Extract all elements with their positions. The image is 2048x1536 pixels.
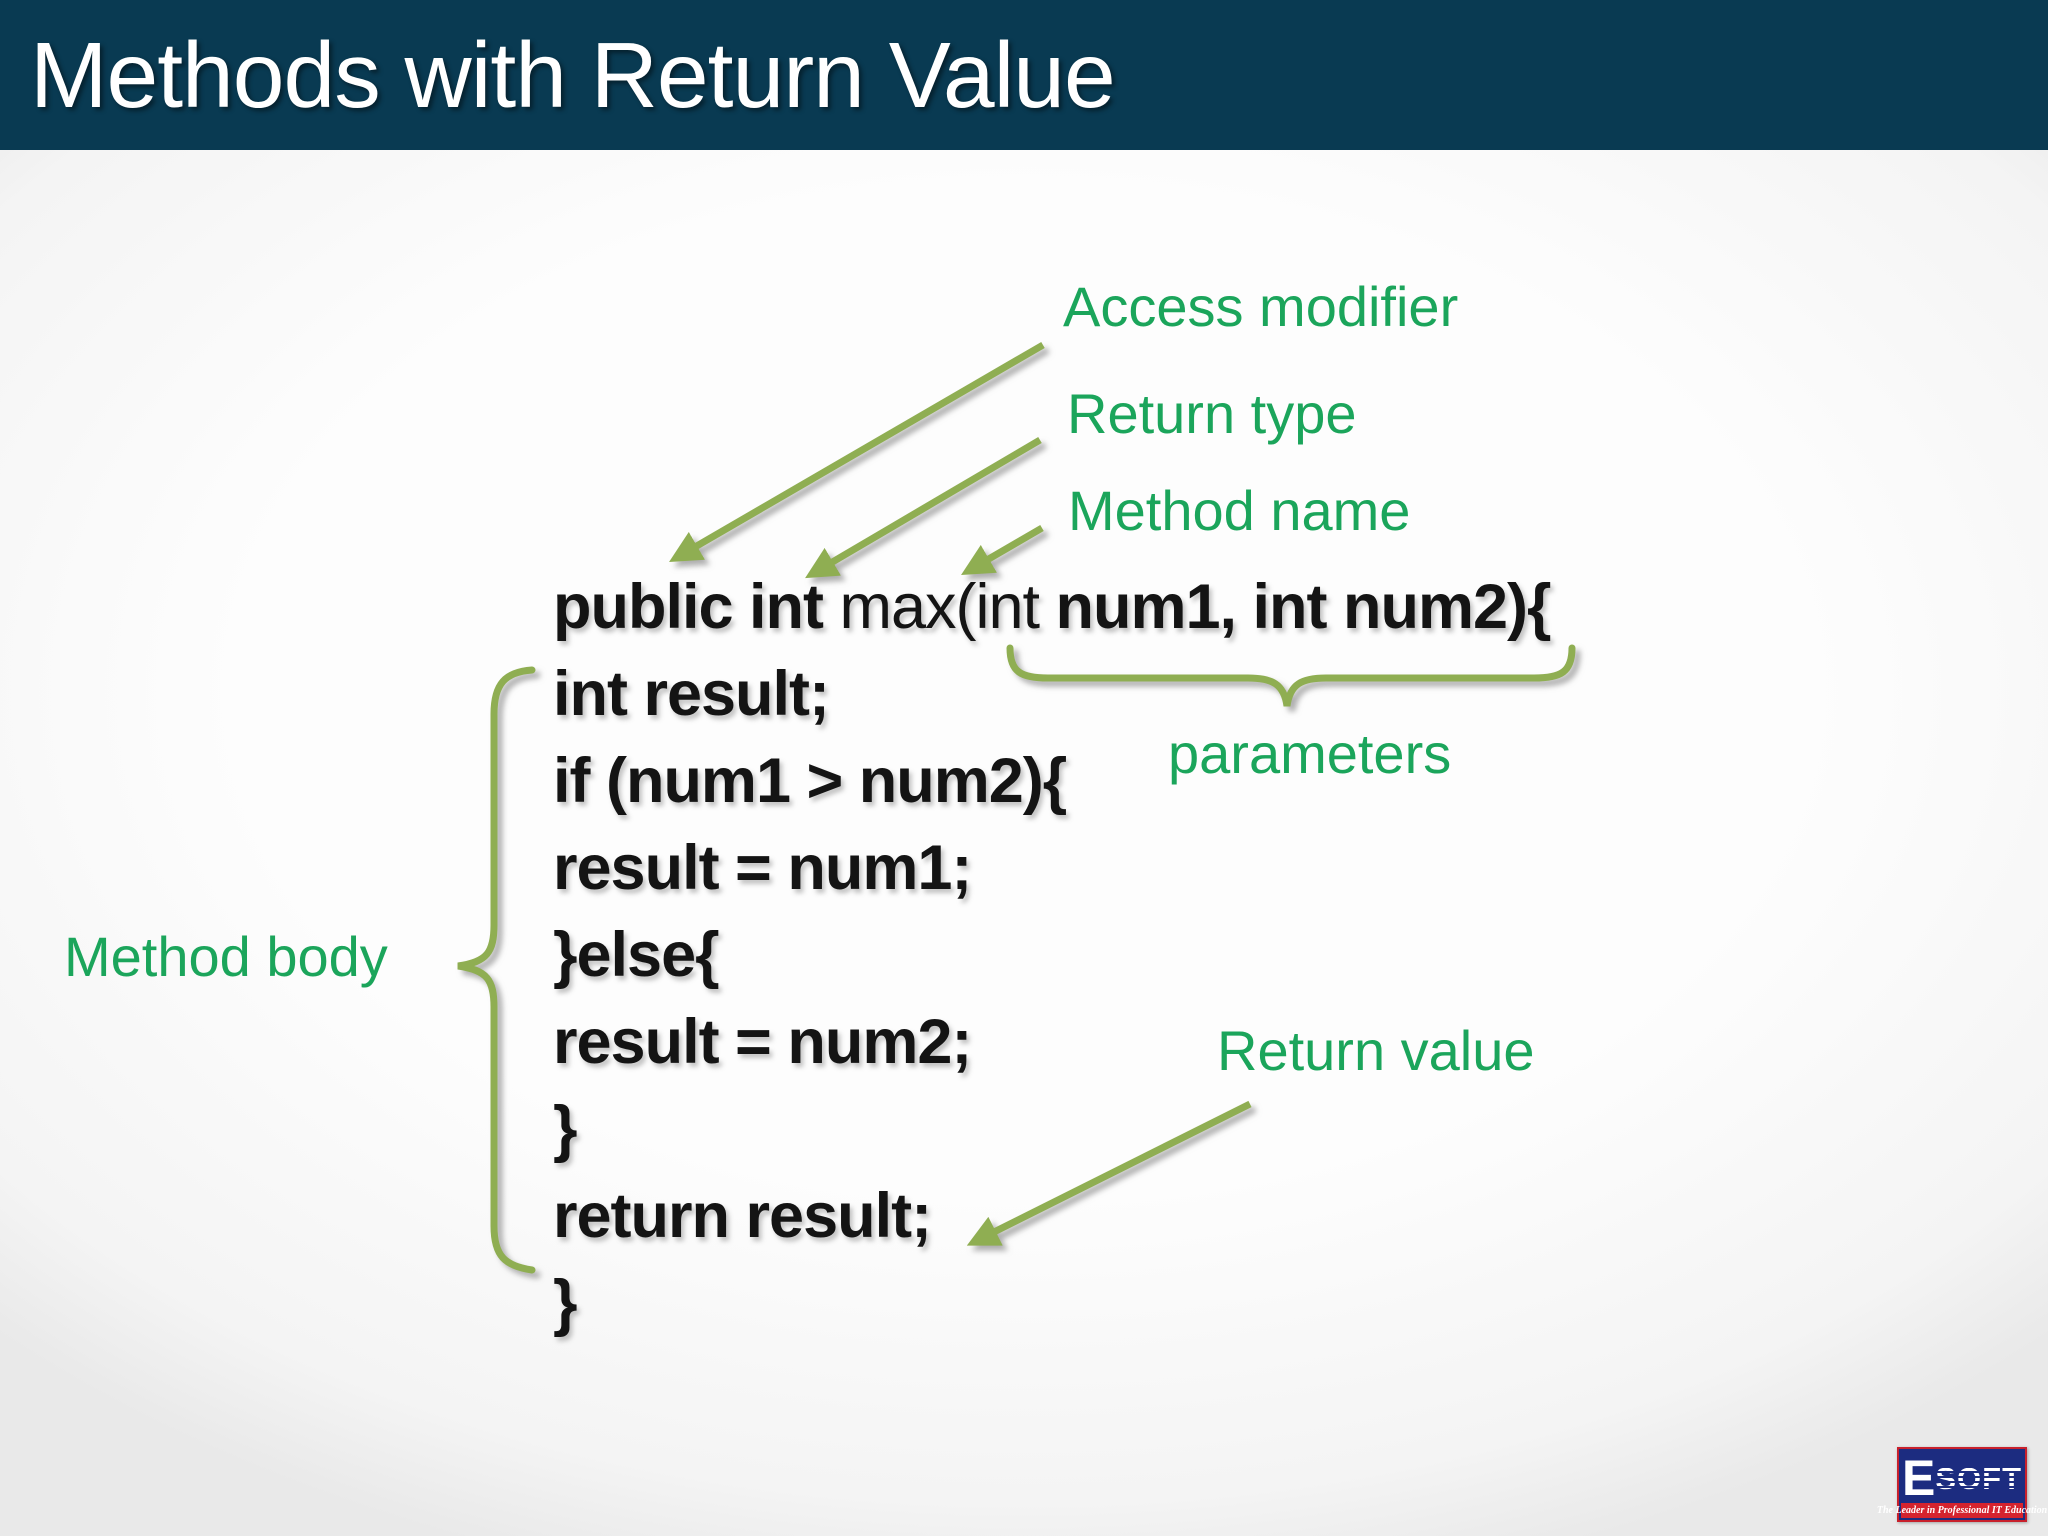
code-line: int result; <box>553 659 830 729</box>
arrow-return-type <box>805 436 1042 579</box>
code-method-name: max(int <box>839 572 1056 642</box>
method-body-brace <box>457 666 536 1274</box>
esoft-logo-soft-text: SOFT <box>1935 1460 2023 1496</box>
code-access-return: public int <box>553 572 840 642</box>
slide-title-bar: Methods with Return Value <box>0 0 2048 150</box>
arrow-access-modifier <box>669 341 1045 563</box>
code-line: result = num1; <box>553 833 972 903</box>
slide-title: Methods with Return Value <box>30 22 1116 127</box>
label-method-body: Method body <box>64 925 388 988</box>
label-return-value: Return value <box>1217 1019 1535 1082</box>
code-line: if (num1 > num2){ <box>553 746 1067 816</box>
label-return-type: Return type <box>1067 382 1357 445</box>
code-line: }else{ <box>553 920 720 990</box>
esoft-logo-tagline: The Leader in Professional IT Education <box>1876 1503 2048 1518</box>
code-parameters: num1, int num2){ <box>1055 572 1552 642</box>
code-block: public int max(int num1, int num2){ int … <box>553 564 1552 1347</box>
code-line: result = num2; <box>553 1007 972 1077</box>
label-method-name: Method name <box>1068 479 1411 542</box>
code-line: } <box>553 1094 578 1164</box>
code-line: return result; <box>553 1181 932 1251</box>
esoft-logo-letter-e: E <box>1901 1450 1936 1506</box>
label-parameters: parameters <box>1168 722 1452 785</box>
code-line-signature: public int max(int num1, int num2){ <box>553 564 1552 651</box>
label-access-modifier: Access modifier <box>1063 275 1459 338</box>
code-line: } <box>553 1268 578 1338</box>
